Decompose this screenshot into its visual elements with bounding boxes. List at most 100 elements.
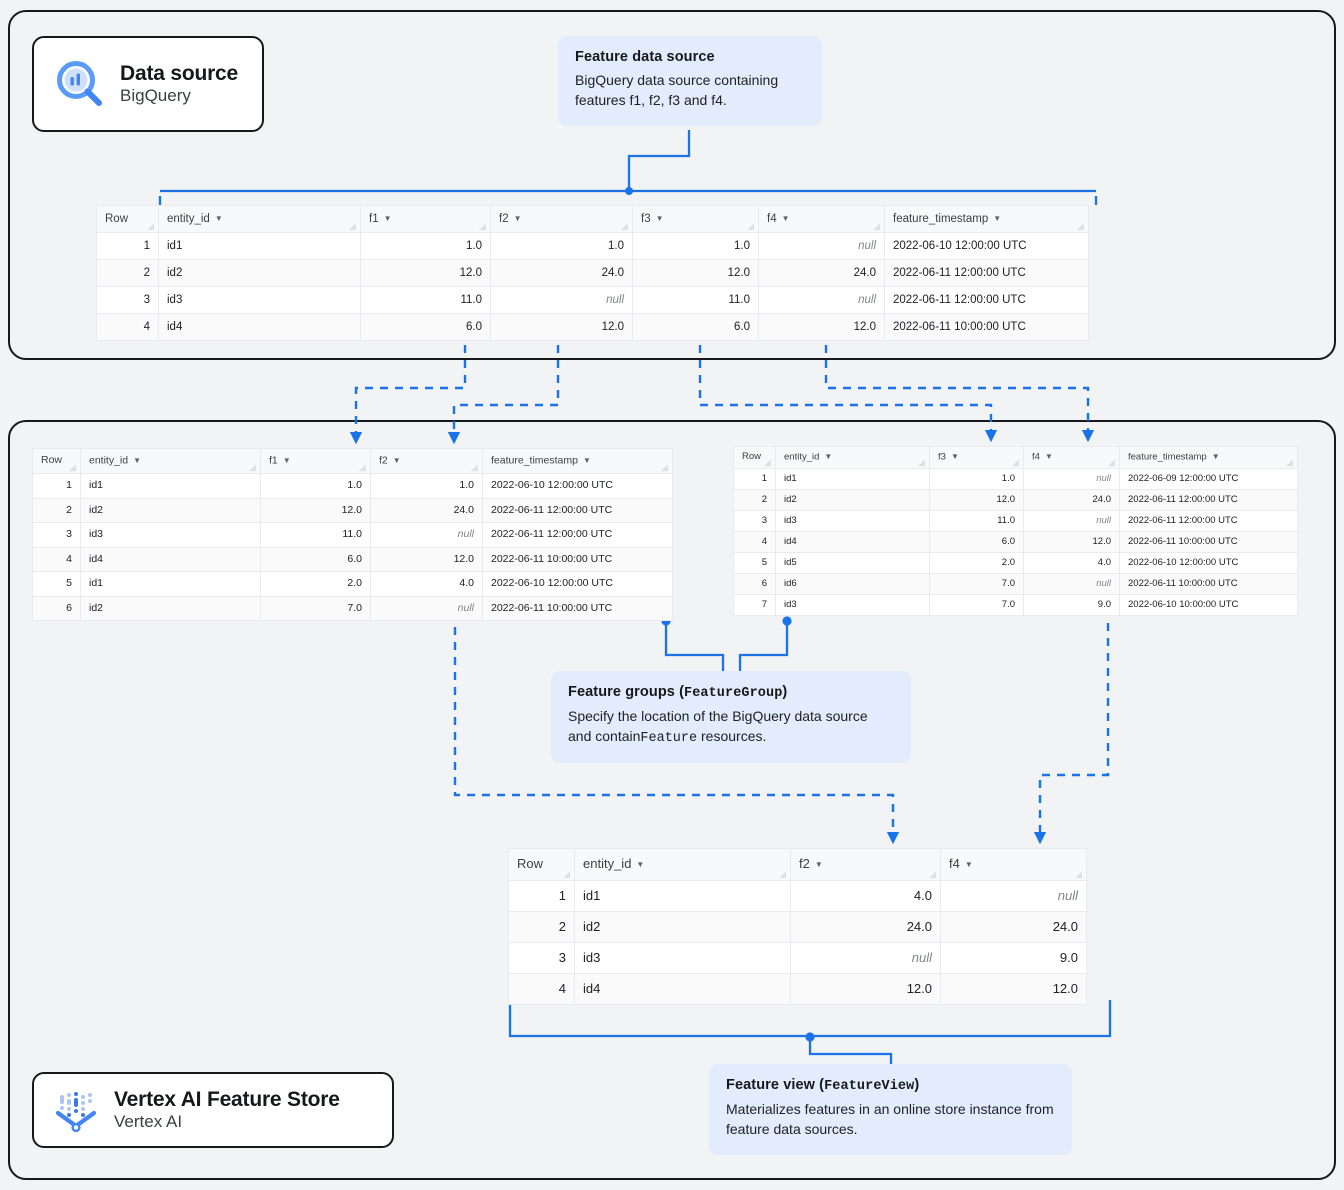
feature-group-1-table[interactable]: Row entity_id▼f1▼f2▼feature_timestamp▼1id… <box>32 447 673 622</box>
column-header-feature_timestamp[interactable]: feature_timestamp▼ <box>884 204 1089 234</box>
column-header-entity_id[interactable]: entity_id ▼ <box>775 446 930 469</box>
column-header-f2[interactable]: f2▼ <box>370 447 483 475</box>
bigquery-source-table[interactable]: Rowentity_id▼f1▼f2▼f3▼f4▼feature_timesta… <box>96 204 1089 342</box>
column-resize-handle[interactable] <box>471 463 480 472</box>
column-resize-handle[interactable] <box>147 222 156 231</box>
column-resize-handle[interactable] <box>1108 458 1117 467</box>
column-header-feature_timestamp[interactable]: feature_timestamp▼ <box>482 447 673 475</box>
chevron-down-icon[interactable]: ▼ <box>214 214 223 223</box>
chevron-down-icon[interactable]: ▼ <box>950 452 959 461</box>
column-header-row[interactable]: Row <box>96 204 159 234</box>
table-cell-row: 2 <box>96 259 159 288</box>
column-header-entity_id[interactable]: entity_id▼ <box>80 447 261 475</box>
table-cell-feature_timestamp: 2022-06-11 12:00:00 UTC <box>482 522 673 548</box>
column-header-f1[interactable]: f1▼ <box>360 204 491 234</box>
column-resize-handle[interactable] <box>359 463 368 472</box>
column-header-entity_id[interactable]: entity_id▼ <box>574 848 791 881</box>
chevron-down-icon[interactable]: ▼ <box>1211 452 1220 461</box>
table-cell-f3: 6.0 <box>929 530 1024 553</box>
chevron-down-icon[interactable]: ▼ <box>636 859 645 869</box>
column-resize-handle[interactable] <box>249 463 258 472</box>
table-cell-row: 2 <box>32 497 81 524</box>
table-cell-f4: 9.0 <box>940 941 1087 974</box>
column-header-row[interactable]: Row <box>32 447 81 475</box>
callout-title-text: Feature groups ( <box>568 684 684 700</box>
column-resize-handle[interactable] <box>349 222 358 231</box>
column-resize-handle[interactable] <box>1077 222 1086 231</box>
table-cell-row: 6 <box>733 572 776 595</box>
column-header-f4[interactable]: f4▼ <box>758 204 885 234</box>
column-header-row[interactable]: Row <box>733 446 776 469</box>
column-resize-handle[interactable] <box>1286 458 1295 467</box>
chevron-down-icon[interactable]: ▼ <box>964 859 973 869</box>
column-resize-handle[interactable] <box>929 870 938 879</box>
column-resize-handle[interactable] <box>747 222 756 231</box>
column-resize-handle[interactable] <box>779 870 788 879</box>
column-resize-handle[interactable] <box>918 458 927 467</box>
chevron-down-icon[interactable]: ▼ <box>582 456 591 465</box>
column-resize-handle[interactable] <box>563 870 572 879</box>
column-header-label: Row <box>41 454 63 467</box>
column-header-entity_id[interactable]: entity_id▼ <box>158 204 361 234</box>
feature-view-table[interactable]: Row entity_id▼f2▼f4▼1id14.0null2id224.024… <box>508 848 1087 1005</box>
column-resize-handle[interactable] <box>661 463 670 472</box>
column-header-label: Row <box>517 856 544 872</box>
column-header-f3[interactable]: f3▼ <box>632 204 759 234</box>
callout-body-a: Specify the location of the BigQuery dat… <box>568 708 868 744</box>
chevron-down-icon[interactable]: ▼ <box>781 214 790 223</box>
column-header-f2[interactable]: f2▼ <box>790 848 941 881</box>
column-resize-handle[interactable] <box>621 222 630 231</box>
column-header-f1[interactable]: f1▼ <box>260 447 371 475</box>
column-header-f2[interactable]: f2▼ <box>490 204 633 234</box>
chip-subtitle: BigQuery <box>120 85 191 105</box>
chevron-down-icon[interactable]: ▼ <box>814 859 823 869</box>
column-resize-handle[interactable] <box>479 222 488 231</box>
chevron-down-icon[interactable]: ▼ <box>392 456 401 465</box>
column-header-f3[interactable]: f3▼ <box>929 446 1024 469</box>
chevron-down-icon[interactable]: ▼ <box>824 452 833 461</box>
chevron-down-icon[interactable]: ▼ <box>133 456 142 465</box>
chevron-down-icon[interactable]: ▼ <box>1044 452 1053 461</box>
feature-group-2-table[interactable]: Rowentity_id▼f3▼f4▼feature_timestamp▼1id… <box>733 446 1298 616</box>
column-header-label: entity_id <box>784 451 820 463</box>
column-header-f4[interactable]: f4▼ <box>940 848 1087 881</box>
column-header-row[interactable]: Row <box>508 848 575 881</box>
chevron-down-icon[interactable]: ▼ <box>655 214 664 223</box>
column-resize-handle[interactable] <box>764 458 773 467</box>
chevron-down-icon[interactable]: ▼ <box>282 456 291 465</box>
column-resize-handle[interactable] <box>1012 458 1021 467</box>
column-resize-handle[interactable] <box>873 222 882 231</box>
chevron-down-icon[interactable]: ▼ <box>993 214 1002 223</box>
table-cell-f4: 9.0 <box>1023 593 1120 616</box>
table-cell-f2: 24.0 <box>790 910 941 943</box>
chevron-down-icon[interactable]: ▼ <box>513 214 522 223</box>
column-resize-handle[interactable] <box>69 463 78 472</box>
column-header-feature_timestamp[interactable]: feature_timestamp▼ <box>1119 446 1298 469</box>
column-resize-handle[interactable] <box>1075 870 1084 879</box>
table-cell-row: 1 <box>32 473 81 499</box>
table-cell-f4: 12.0 <box>758 313 885 342</box>
column-header-f4[interactable]: f4▼ <box>1023 446 1120 469</box>
chevron-down-icon[interactable]: ▼ <box>383 214 392 223</box>
